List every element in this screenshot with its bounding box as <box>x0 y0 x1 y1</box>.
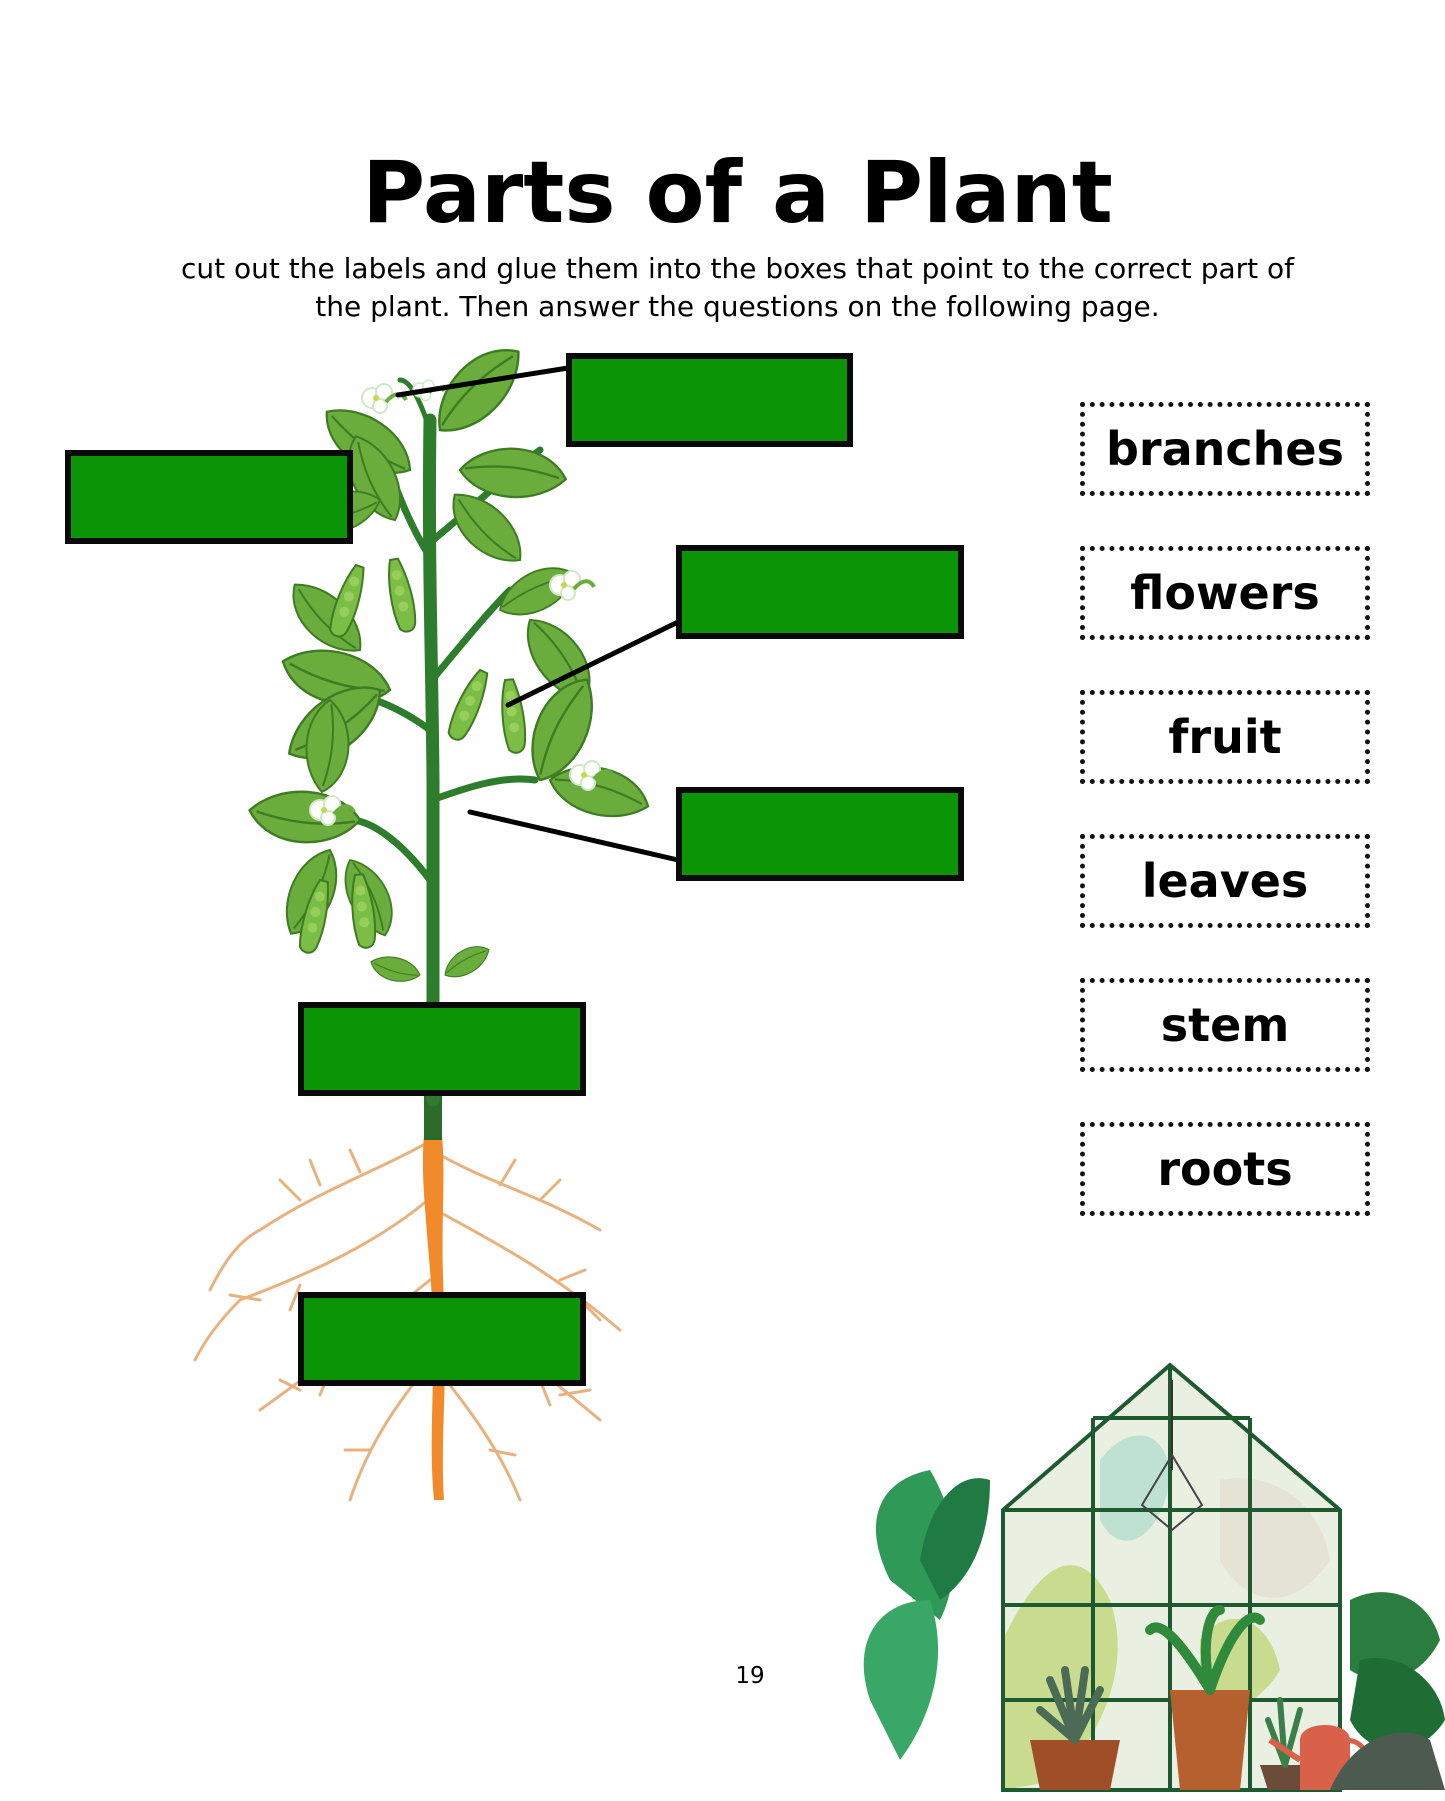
cutout-label-stem[interactable]: stem <box>1080 978 1370 1072</box>
cutout-label-fruit[interactable]: fruit <box>1080 690 1370 784</box>
page-number: 19 <box>735 1663 765 1689</box>
label-text: stem <box>1160 998 1290 1052</box>
cutout-label-roots[interactable]: roots <box>1080 1122 1370 1216</box>
pointer-lines <box>395 365 681 863</box>
label-text: flowers <box>1130 566 1320 620</box>
page-title: Parts of a Plant <box>362 143 1113 243</box>
answer-box-branches[interactable] <box>676 787 964 881</box>
label-text: fruit <box>1168 710 1282 764</box>
label-text: leaves <box>1141 854 1309 908</box>
label-text: branches <box>1106 422 1344 476</box>
instructions-line-1: cut out the labels and glue them into th… <box>181 252 1294 285</box>
instructions: cut out the labels and glue them into th… <box>180 250 1295 326</box>
cutout-label-branches[interactable]: branches <box>1080 402 1370 496</box>
answer-box-fruit[interactable] <box>676 545 964 639</box>
answer-box-flowers[interactable] <box>566 353 853 447</box>
cutout-label-leaves[interactable]: leaves <box>1080 834 1370 928</box>
greenhouse-decoration <box>863 1362 1445 1792</box>
answer-box-roots[interactable] <box>298 1292 586 1386</box>
answer-box-leaves[interactable] <box>65 450 353 544</box>
label-text: roots <box>1157 1142 1293 1196</box>
instructions-line-2: the plant. Then answer the questions on … <box>315 290 1160 323</box>
answer-box-stem[interactable] <box>298 1002 586 1096</box>
cutout-label-flowers[interactable]: flowers <box>1080 546 1370 640</box>
